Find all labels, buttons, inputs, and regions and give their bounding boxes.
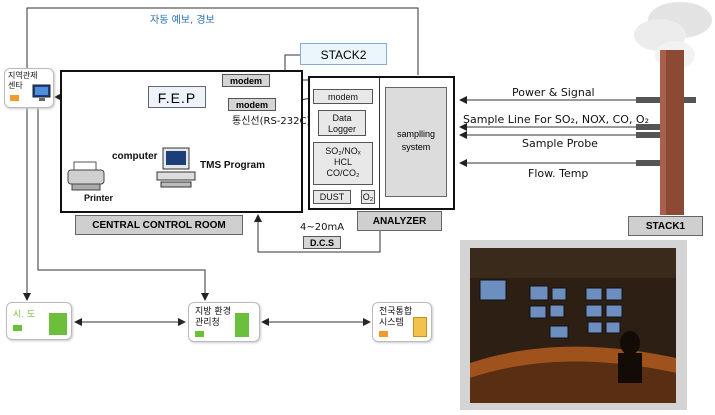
data-logger-box[interactable]: Data Logger — [318, 110, 366, 136]
fep-box[interactable]: F.E.P — [148, 86, 206, 108]
control-room-label: CENTRAL CONTROL ROOM — [75, 215, 243, 235]
stack2-box[interactable]: STACK2 — [300, 43, 387, 65]
current-label: 4~20mA — [300, 222, 345, 233]
power-signal-label: Power & Signal — [512, 86, 595, 99]
modem-upper[interactable]: modem — [222, 74, 270, 87]
computer-label: computer — [112, 151, 158, 162]
analyzer-left-panel — [310, 78, 380, 208]
alarm-label: 자동 예보, 경보 — [150, 15, 215, 26]
arrow-icon — [13, 325, 22, 331]
national-node[interactable]: 전국통합 시스템 — [372, 302, 432, 342]
flow-temp-label: Flow. Temp — [528, 167, 589, 180]
people-icon — [49, 313, 67, 335]
stack1-chimney — [634, 2, 712, 215]
tms-program-label: TMS Program — [200, 160, 266, 171]
documents-icon — [413, 317, 427, 337]
sample-line-label: Sample Line For SO₂, NOX, CO, O₂ — [463, 113, 650, 126]
city-node[interactable]: 시. 도 — [6, 302, 72, 340]
gas-analyzer-box[interactable]: SO₂/NOₓ HCL CO/CO₂ — [313, 142, 373, 185]
local-env-node[interactable]: 지방 환경 관리청 — [188, 302, 260, 342]
building-icon — [235, 313, 249, 337]
computer-icon — [156, 147, 196, 188]
dust-box[interactable]: DUST — [313, 190, 351, 204]
regional-center-node[interactable]: 지역관제 센타 — [4, 68, 54, 108]
national-label: 전국통합 시스템 — [379, 307, 413, 328]
arrow-icon — [379, 331, 388, 337]
modem-lower[interactable]: modem — [228, 98, 276, 111]
printer-icon — [67, 161, 105, 191]
arrow-icon — [10, 95, 19, 101]
alarm-loop-line — [23, 7, 419, 78]
monitor-icon — [32, 84, 51, 101]
control-room-photo — [470, 248, 676, 403]
city-label: 시. 도 — [13, 310, 36, 320]
regional-center-label: 지역관제 센타 — [8, 71, 38, 90]
sampling-system-box[interactable]: samplling system — [385, 87, 447, 197]
analyzer-modem[interactable]: modem — [313, 89, 373, 104]
printer-label: Printer — [84, 193, 114, 203]
dcs-box[interactable]: D.C.S — [303, 236, 341, 249]
stack1-label: STACK1 — [628, 216, 703, 236]
analyzer-label: ANALYZER — [357, 211, 442, 231]
local-env-label: 지방 환경 관리청 — [195, 307, 231, 328]
arrow-icon — [195, 331, 204, 337]
o2-box[interactable]: O₂ — [361, 190, 375, 204]
sample-probe-label: Sample Probe — [522, 137, 598, 150]
rs232-label: 통신선(RS-232C) — [232, 116, 311, 127]
